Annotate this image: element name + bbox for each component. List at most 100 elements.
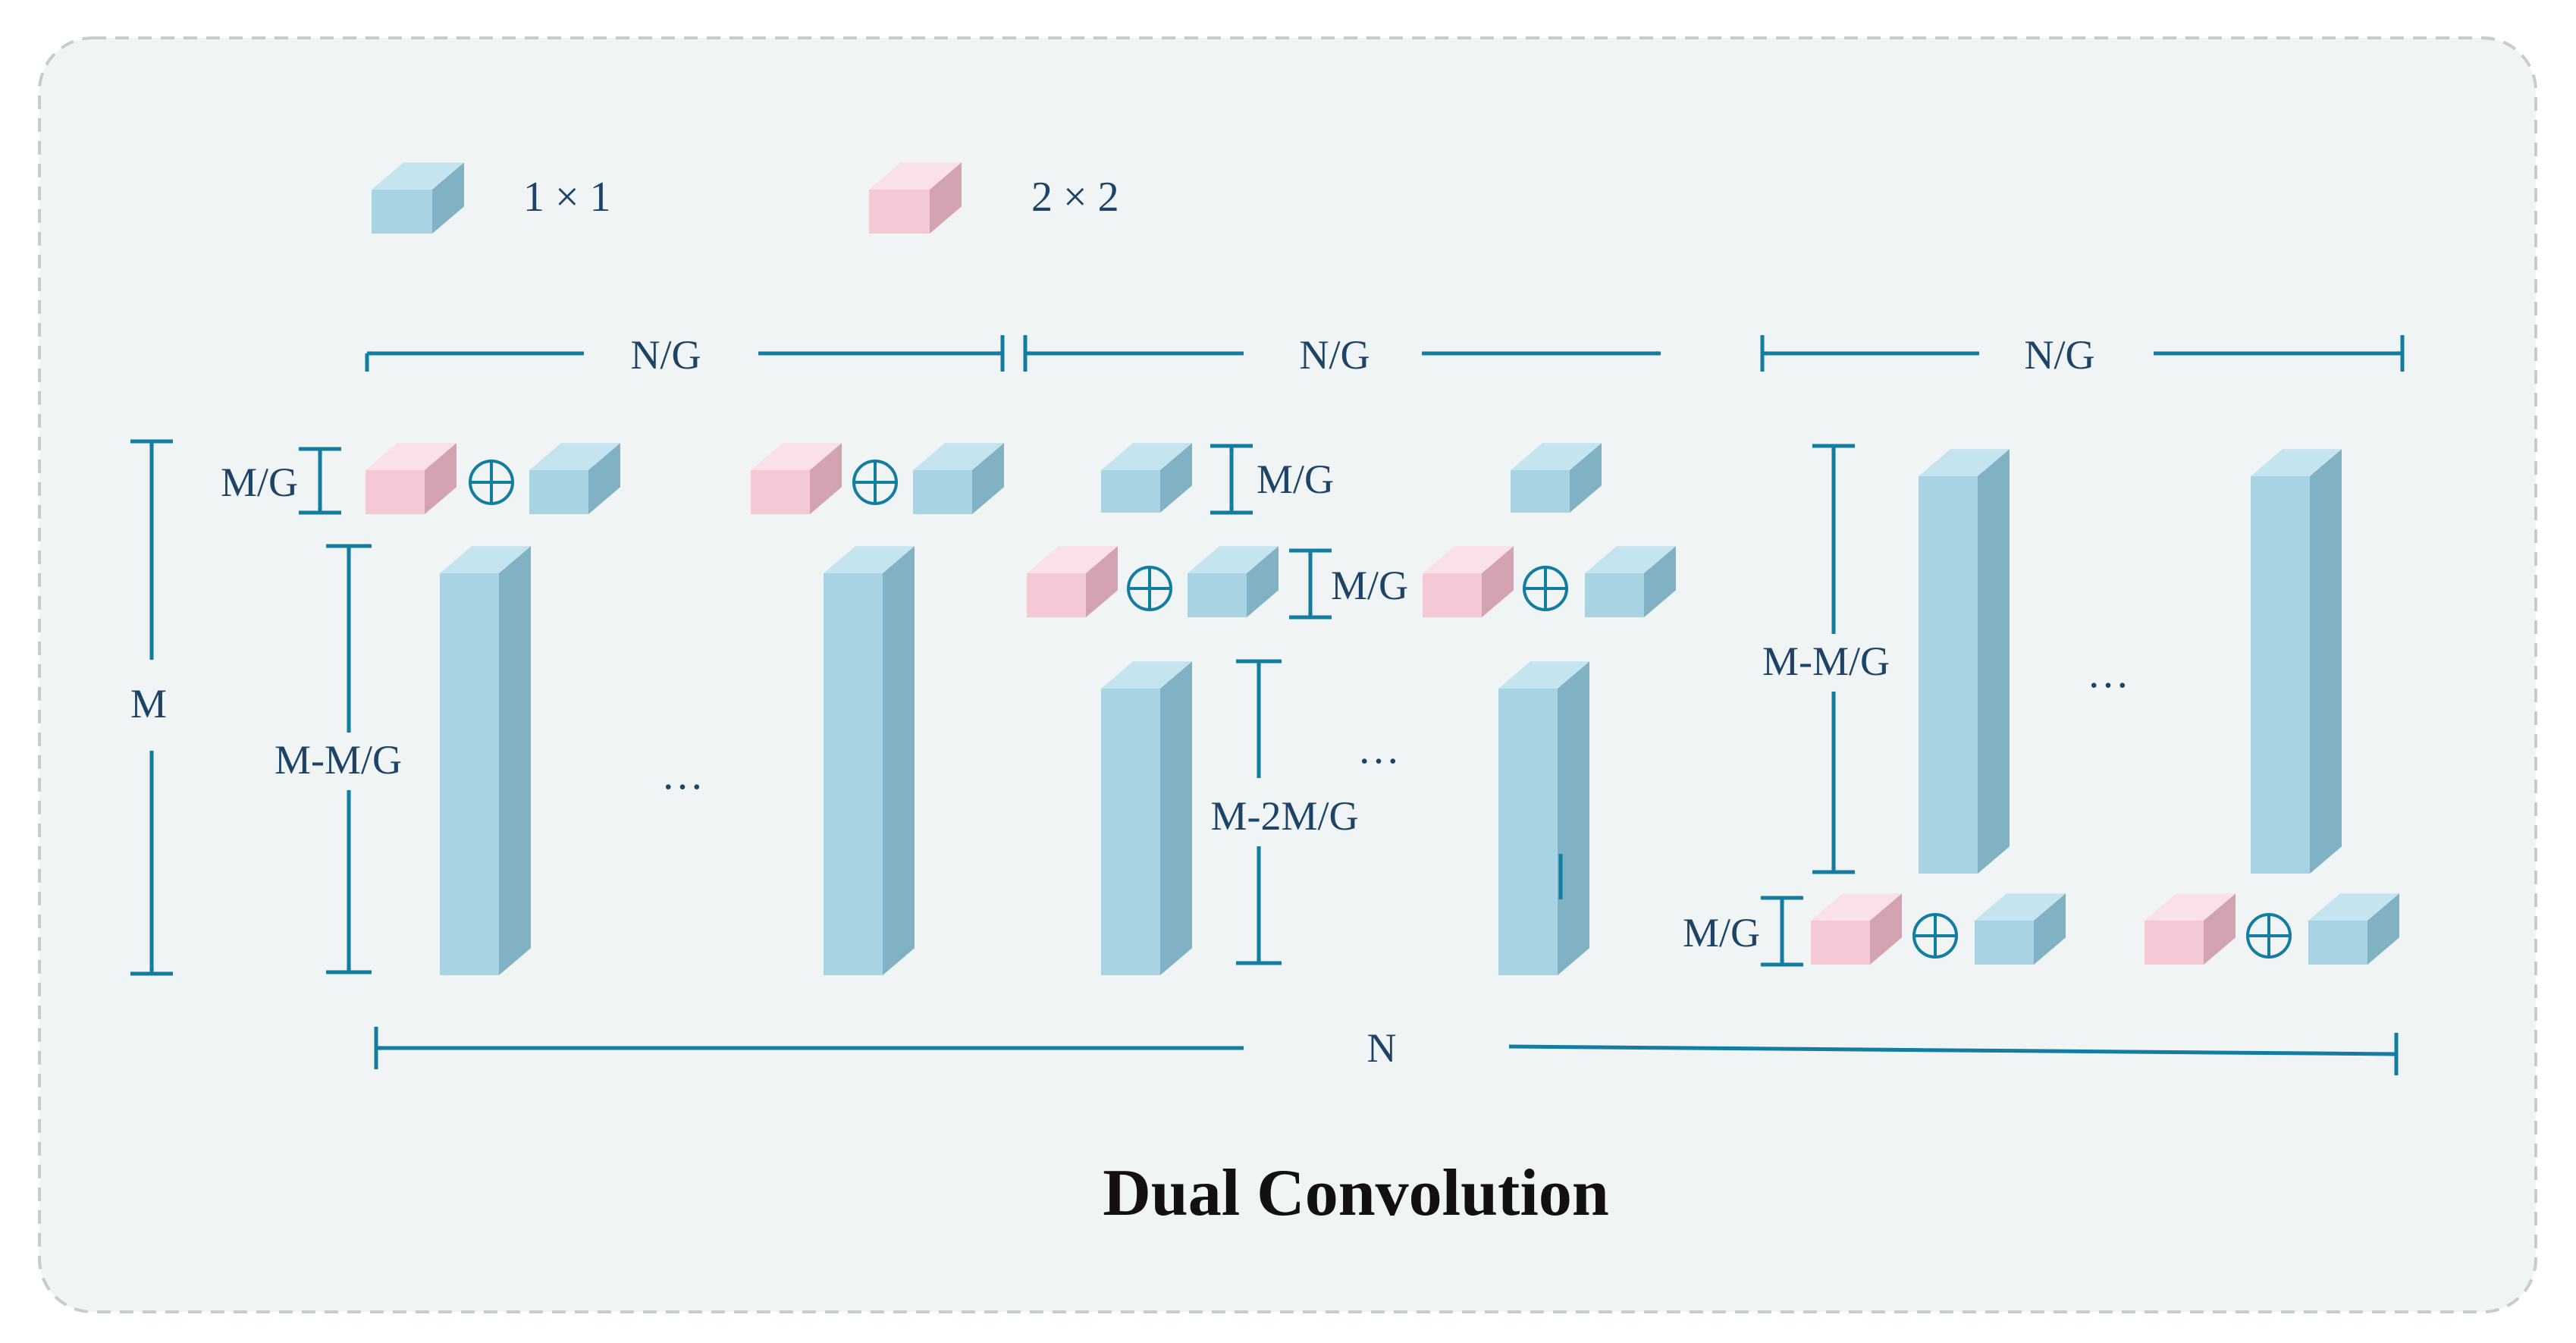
cube-front-face xyxy=(440,573,499,975)
cube-side-face xyxy=(810,443,842,514)
plus-icon xyxy=(2246,913,2292,959)
cube-front-face xyxy=(1188,573,1247,617)
cube-front-face xyxy=(2145,921,2204,965)
cube-side-face xyxy=(2310,449,2342,874)
cube-side-face xyxy=(2204,893,2236,965)
group-1-pink-block-a xyxy=(366,443,457,514)
cube-top-face xyxy=(1101,443,1192,470)
group-1-column-a xyxy=(440,546,531,975)
plus-icon xyxy=(1127,566,1172,611)
plus-icon xyxy=(852,460,898,505)
group-3: M-M/G … M/G xyxy=(1683,444,2399,967)
cube-front-face xyxy=(372,190,432,234)
cube-side-face xyxy=(1482,546,1514,617)
legend-cube-2x2 xyxy=(869,162,962,234)
group-3-pink-block-b xyxy=(2145,893,2236,965)
cube-top-face xyxy=(1423,546,1514,573)
cube-front-face xyxy=(1423,573,1482,617)
cube-side-face xyxy=(1160,661,1192,975)
cube-front-face xyxy=(2251,476,2310,874)
cube-front-face xyxy=(1101,470,1160,513)
group-2-width-label: N/G xyxy=(1300,332,1370,378)
cube-front-face xyxy=(751,470,810,514)
cube-top-face xyxy=(751,443,842,470)
cube-side-face xyxy=(972,443,1004,514)
cube-side-face xyxy=(499,546,531,975)
cube-front-face xyxy=(2308,921,2367,965)
cube-top-face xyxy=(1975,893,2066,921)
legend-label-2x2: 2 × 2 xyxy=(1031,174,1119,221)
cube-side-face xyxy=(588,443,620,514)
cube-side-face xyxy=(1978,449,2010,874)
cube-side-face xyxy=(930,162,962,234)
plus-icon xyxy=(1912,913,1958,959)
cube-side-face xyxy=(425,443,457,514)
cube-front-face xyxy=(529,470,588,514)
group-2-pink-block-b xyxy=(1423,546,1514,617)
cube-front-face xyxy=(1101,689,1160,975)
group-1-ellipsis: … xyxy=(661,752,704,799)
cube-side-face xyxy=(1644,546,1676,617)
group-3-width-label: N/G xyxy=(2025,332,2095,378)
plus-icon xyxy=(1523,566,1568,611)
cube-top-face xyxy=(1585,546,1676,573)
group-3-blue-block-a xyxy=(1975,893,2066,965)
cube-side-face xyxy=(883,546,915,975)
cube-front-face xyxy=(1811,921,1870,965)
group-2-mg-label-mid: M/G xyxy=(1331,563,1408,608)
cube-side-face xyxy=(2034,893,2066,965)
group-2-m2mg-label: M-2M/G xyxy=(1210,793,1358,839)
group-1-blue-block-a xyxy=(529,443,620,514)
cube-side-face xyxy=(1870,893,1902,965)
cube-front-face xyxy=(1919,476,1978,874)
cube-side-face xyxy=(432,162,464,234)
group-3-column-b xyxy=(2251,449,2342,874)
group-2-column-a xyxy=(1101,661,1192,975)
cube-top-face xyxy=(1811,893,1902,921)
group-1-blue-block-b xyxy=(913,443,1004,514)
group-1-mg-label: M/G xyxy=(221,460,298,505)
group-width-dimensions: N/G N/G N/G xyxy=(365,332,2405,378)
cube-top-face xyxy=(2145,893,2236,921)
group-3-ellipsis: … xyxy=(2087,650,2129,697)
group-2: M/G M/G M-2M/G … xyxy=(1027,443,1676,975)
cube-side-face xyxy=(1160,443,1192,513)
group-1-mmg-label: M-M/G xyxy=(275,737,402,783)
cube-top-face xyxy=(824,546,915,573)
group-1-width-label: N/G xyxy=(631,332,701,378)
cube-top-face xyxy=(1511,443,1602,470)
cube-top-face xyxy=(1919,449,2010,476)
cube-front-face xyxy=(824,573,883,975)
total-height-label: M xyxy=(130,681,167,726)
cube-top-face xyxy=(1188,546,1279,573)
group-1: M/G M-M/G … xyxy=(221,443,1004,975)
cube-top-face xyxy=(1027,546,1118,573)
cube-top-face xyxy=(913,443,1004,470)
group-2-ellipsis: … xyxy=(1357,726,1400,773)
total-height-dimension: M xyxy=(130,439,173,976)
legend: 1 × 1 2 × 2 xyxy=(372,162,1119,234)
cube-front-face xyxy=(1027,573,1086,617)
cube-side-face xyxy=(1558,661,1589,975)
cube-top-face xyxy=(372,162,464,190)
diagram-title: Dual Convolution xyxy=(1103,1156,1609,1230)
cube-top-face xyxy=(1101,661,1192,689)
group-1-pink-block-b xyxy=(751,443,842,514)
cube-top-face xyxy=(869,162,962,190)
group-2-mg-label-top: M/G xyxy=(1257,457,1334,502)
cube-front-face xyxy=(1498,689,1558,975)
plus-icon xyxy=(469,460,514,505)
group-1-column-b xyxy=(824,546,915,975)
cube-side-face xyxy=(1570,443,1602,513)
cube-front-face xyxy=(1585,573,1644,617)
cube-side-face xyxy=(2367,893,2399,965)
total-width-dimension: N xyxy=(374,1025,2399,1075)
total-width-label: N xyxy=(1367,1025,1397,1071)
group-3-mmg-label: M-M/G xyxy=(1762,639,1890,684)
group-2-blue-block-mid-a xyxy=(1188,546,1279,617)
cube-front-face xyxy=(913,470,972,514)
cube-top-face xyxy=(2308,893,2399,921)
legend-cube-1x1 xyxy=(372,162,464,234)
panel-background xyxy=(38,36,2537,1313)
